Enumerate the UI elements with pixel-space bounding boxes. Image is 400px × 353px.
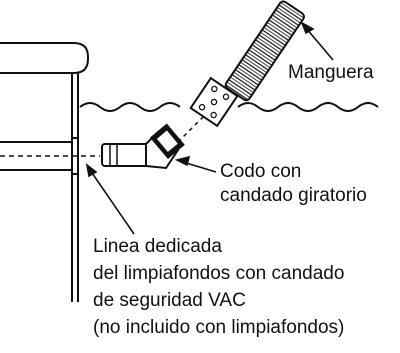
elbow-leader-arrow [174, 155, 217, 173]
elbow-label-line-1: Codo con [220, 161, 302, 182]
swivel-elbow-icon [101, 123, 185, 170]
vac-line-label-1: Linea dedicada [93, 236, 222, 257]
vac-line-pipe-icon [0, 137, 100, 175]
vac-line-label-3: de seguridad VAC [93, 290, 246, 311]
water-surface [79, 102, 379, 112]
vac-line-label-2: del limpiafondos con candado [93, 263, 345, 284]
vac-line-leader-arrow [85, 163, 135, 235]
elbow-label-line-2: candado giratorio [220, 185, 367, 206]
vac-line-label-4: (no incluido con limpiafondos) [93, 317, 345, 338]
pool-wall-icon [71, 73, 79, 302]
hose-label: Manguera [288, 62, 374, 83]
corrugated-hose-icon [189, 0, 305, 128]
hose-leader-arrow [300, 21, 334, 61]
pool-coping [0, 42, 89, 74]
